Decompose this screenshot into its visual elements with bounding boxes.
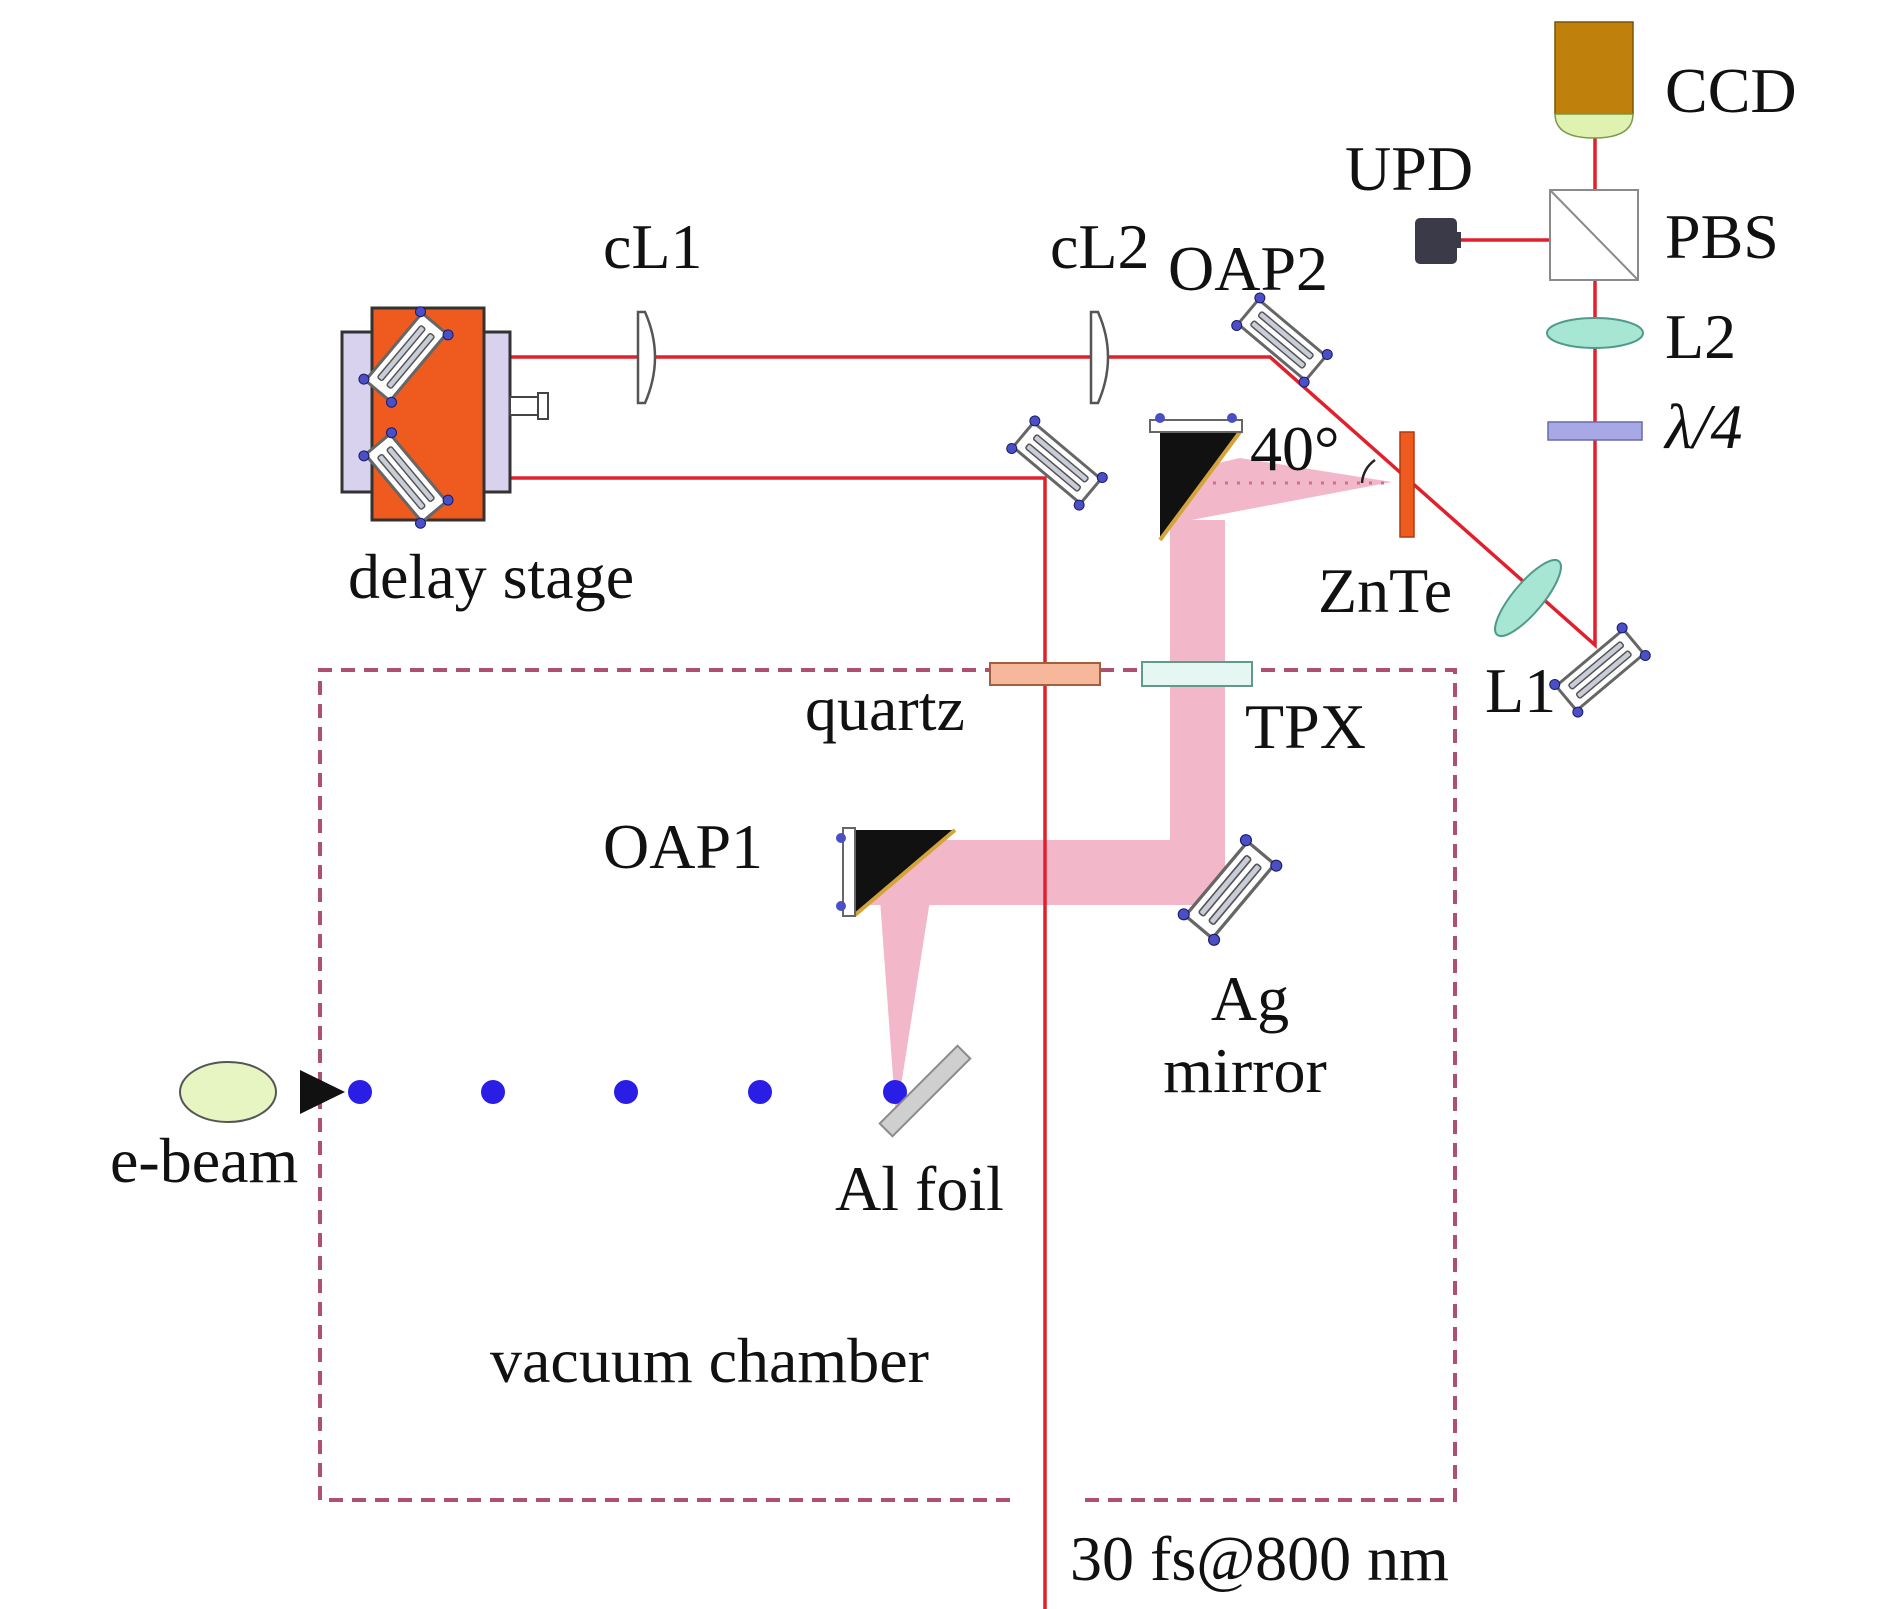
mirror-mount-icon bbox=[1003, 412, 1111, 514]
label-cl2: cL2 bbox=[1050, 211, 1150, 282]
electron-bunch bbox=[748, 1080, 772, 1104]
label-quarter-wave: λ/4 bbox=[1663, 391, 1743, 462]
delay-stage bbox=[340, 303, 549, 532]
label-oap1: OAP1 bbox=[603, 811, 763, 882]
mirror-mount-icon bbox=[1546, 619, 1654, 721]
label-al-foil: Al foil bbox=[835, 1153, 1004, 1224]
label-quartz: quartz bbox=[805, 673, 965, 744]
lens-l1 bbox=[1494, 558, 1562, 638]
label-tpx: TPX bbox=[1245, 691, 1366, 762]
label-ag-mirror-line2: mirror bbox=[1163, 1035, 1327, 1106]
label-laser-pulse: 30 fs@800 nm bbox=[1070, 1523, 1449, 1594]
cylindrical-lens-icon bbox=[1089, 310, 1110, 405]
lens-l2 bbox=[1546, 317, 1644, 349]
off-axis-parabolic-mirror-icon bbox=[836, 827, 957, 917]
electron-gun-icon bbox=[179, 1061, 345, 1123]
label-e-beam: e-beam bbox=[110, 1125, 298, 1196]
quartz-window bbox=[989, 662, 1101, 686]
label-cl1: cL1 bbox=[603, 211, 703, 282]
label-delay-stage: delay stage bbox=[348, 541, 634, 612]
label-l1: L1 bbox=[1485, 655, 1556, 726]
photodiode-icon bbox=[1415, 218, 1461, 264]
off-axis-parabolic-mirror-icon bbox=[1149, 413, 1243, 542]
tpx-window bbox=[1141, 661, 1253, 687]
label-znte: ZnTe bbox=[1318, 555, 1452, 626]
label-l2: L2 bbox=[1665, 301, 1736, 372]
thz-beam bbox=[850, 458, 1392, 1118]
electron-bunches bbox=[348, 1080, 907, 1104]
label-ccd: CCD bbox=[1665, 55, 1797, 126]
cylindrical-lens-icon bbox=[636, 310, 657, 405]
al-foil bbox=[878, 1044, 972, 1138]
label-oap2: OAP2 bbox=[1168, 233, 1328, 304]
electron-bunch bbox=[481, 1080, 505, 1104]
beam-splitter-cube-icon bbox=[1549, 189, 1639, 281]
label-pbs: PBS bbox=[1665, 201, 1779, 272]
label-ag-mirror-line1: Ag bbox=[1211, 963, 1289, 1034]
camera-icon bbox=[1554, 21, 1634, 139]
label-angle: 40° bbox=[1250, 413, 1340, 484]
vacuum-chamber bbox=[318, 668, 1457, 1502]
electron-bunch bbox=[348, 1080, 372, 1104]
mirror-mount-icon bbox=[1228, 289, 1336, 391]
electron-bunch bbox=[883, 1080, 907, 1104]
label-upd: UPD bbox=[1345, 133, 1473, 204]
label-vacuum-chamber: vacuum chamber bbox=[490, 1325, 929, 1396]
znte-crystal bbox=[1399, 431, 1415, 538]
angle-arc bbox=[1360, 458, 1376, 484]
electron-bunch bbox=[614, 1080, 638, 1104]
quarter-wave-plate bbox=[1547, 421, 1643, 441]
